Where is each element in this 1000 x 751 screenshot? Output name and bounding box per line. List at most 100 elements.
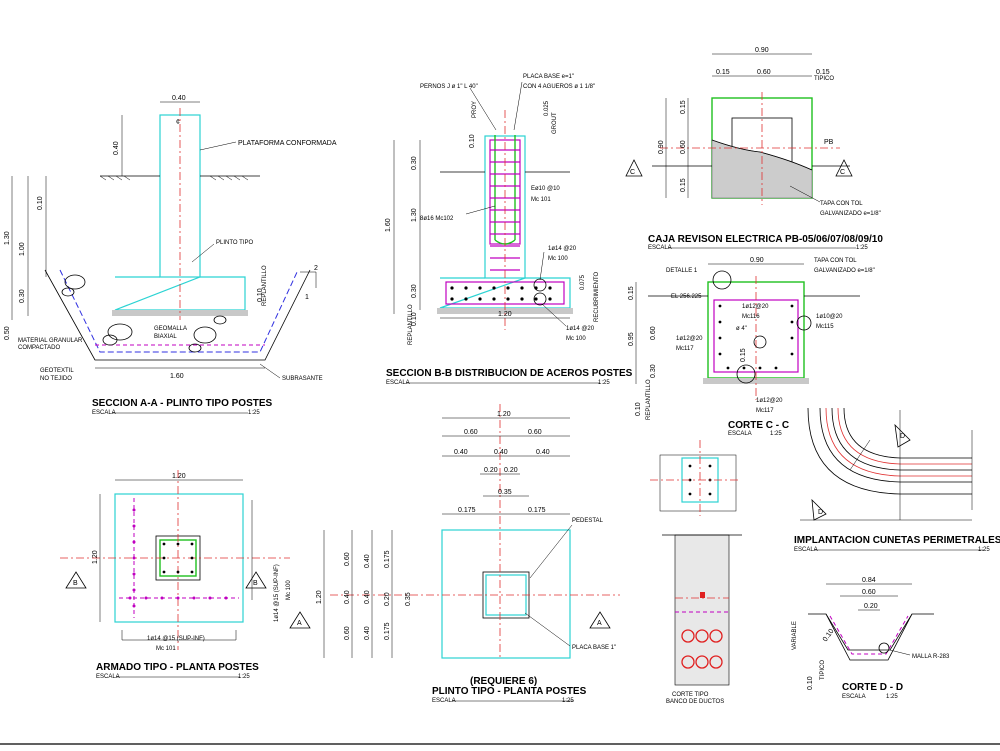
svg-text:ESCALA: ESCALA [648, 245, 672, 251]
svg-text:0.175: 0.175 [458, 507, 476, 514]
svg-text:GALVANIZADO e=1/8": GALVANIZADO e=1/8" [820, 211, 881, 217]
plinto-title: PLINTO TIPO - PLANTA POSTES [432, 686, 587, 697]
svg-text:DETALLE 1: DETALLE 1 [666, 268, 698, 274]
svg-text:0.60: 0.60 [464, 429, 478, 436]
aa-dim-top: 0.40 [172, 95, 186, 102]
svg-text:0.95: 0.95 [628, 332, 635, 346]
svg-text:PLACA BASE e=1": PLACA BASE e=1" [523, 74, 574, 80]
svg-text:REPLANTILLO: REPLANTILLO [646, 379, 652, 420]
svg-text:SUBRASANTE: SUBRASANTE [282, 376, 323, 382]
svg-text:ESCALA: ESCALA [794, 547, 818, 553]
svg-text:0.40: 0.40 [536, 449, 550, 456]
svg-text:Mc 101: Mc 101 [156, 646, 176, 652]
svg-text:0.40: 0.40 [364, 554, 371, 568]
aa-title: SECCION A-A - PLINTO TIPO POSTES [92, 398, 273, 409]
svg-text:Mc 100: Mc 100 [286, 580, 292, 600]
svg-text:0.40: 0.40 [494, 449, 508, 456]
section-armado: B B 1.20 1.20 1ø14 @15 (SUP-INF) Mc 101 … [60, 470, 292, 680]
svg-text:0.40: 0.40 [364, 626, 371, 640]
svg-text:8ø16 Mc102: 8ø16 Mc102 [420, 216, 454, 222]
svg-text:1.20: 1.20 [497, 411, 511, 418]
svg-text:0.10: 0.10 [469, 134, 476, 148]
svg-text:1:25: 1:25 [238, 674, 250, 680]
svg-text:REPLANTILLO: REPLANTILLO [408, 304, 414, 345]
svg-text:0.90: 0.90 [658, 140, 665, 154]
svg-text:GROUT: GROUT [552, 112, 558, 134]
svg-text:0.15: 0.15 [628, 286, 635, 300]
svg-text:0.30: 0.30 [411, 156, 418, 170]
svg-text:VARIABLE: VARIABLE [792, 621, 798, 650]
svg-text:0.20: 0.20 [504, 467, 518, 474]
svg-text:PROY: PROY [472, 101, 478, 118]
svg-text:0.075: 0.075 [580, 274, 586, 290]
svg-text:0.175: 0.175 [384, 550, 391, 568]
svg-text:0.20: 0.20 [384, 592, 391, 606]
svg-text:BIAXIAL: BIAXIAL [154, 334, 177, 340]
svg-text:1:25: 1:25 [770, 431, 782, 437]
svg-text:ESCALA: ESCALA [96, 674, 120, 680]
svg-text:A: A [597, 620, 602, 627]
svg-text:ø 4": ø 4" [736, 326, 747, 332]
svg-text:0.90: 0.90 [755, 47, 769, 54]
svg-text:0.35: 0.35 [405, 592, 412, 606]
svg-text:0.90: 0.90 [750, 257, 764, 264]
svg-text:0.175: 0.175 [528, 507, 546, 514]
svg-text:PLACA BASE 1": PLACA BASE 1" [572, 645, 616, 651]
svg-text:Mc 100: Mc 100 [548, 256, 568, 262]
svg-text:1.20: 1.20 [316, 590, 323, 604]
svg-text:BANCO DE DUCTOS: BANCO DE DUCTOS [666, 699, 724, 705]
plinto-note: (REQUIERE 6) [470, 676, 537, 687]
dd-title: CORTE D - D [842, 682, 903, 693]
svg-text:0.10: 0.10 [257, 288, 264, 302]
cunetas-title: IMPLANTACION CUNETAS PERIMETRALES [794, 535, 1000, 546]
svg-text:0.60: 0.60 [344, 552, 351, 566]
svg-text:2: 2 [314, 265, 318, 272]
svg-text:Mc115: Mc115 [816, 324, 834, 330]
svg-text:1:25: 1:25 [978, 547, 990, 553]
svg-text:PB: PB [824, 139, 834, 146]
svg-text:ESCALA: ESCALA [92, 410, 116, 416]
svg-text:0.60: 0.60 [680, 140, 687, 154]
svg-text:PERNOS J ø 1" L 40": PERNOS J ø 1" L 40" [420, 84, 478, 90]
svg-text:Mc 100: Mc 100 [566, 336, 586, 342]
svg-text:0.15: 0.15 [816, 69, 830, 76]
svg-text:D: D [900, 433, 905, 440]
svg-text:TAPA CON TOL: TAPA CON TOL [814, 258, 857, 264]
svg-text:1:25: 1:25 [886, 694, 898, 700]
svg-text:ESCALA: ESCALA [386, 380, 410, 386]
svg-text:0.10: 0.10 [635, 402, 642, 416]
svg-text:0.15: 0.15 [680, 100, 687, 114]
svg-text:D: D [818, 509, 823, 516]
svg-text:0.84: 0.84 [862, 577, 876, 584]
svg-text:0.60: 0.60 [650, 326, 657, 340]
svg-text:0.60: 0.60 [528, 429, 542, 436]
svg-text:0.15: 0.15 [680, 178, 687, 192]
svg-text:COMPACTADO: COMPACTADO [18, 345, 60, 351]
armado-title: ARMADO TIPO - PLANTA POSTES [96, 662, 259, 673]
svg-text:1: 1 [305, 294, 309, 301]
svg-text:C: C [840, 169, 845, 176]
svg-text:Eø10 @10: Eø10 @10 [531, 186, 560, 192]
svg-text:ESCALA: ESCALA [842, 694, 866, 700]
svg-text:1.20: 1.20 [498, 311, 512, 318]
aa-excavation [44, 269, 311, 361]
svg-text:Mc117: Mc117 [756, 408, 774, 414]
svg-text:1.30: 1.30 [411, 208, 418, 222]
section-dd: MALLA R-283 0.84 0.60 0.20 0.10 0.10 VAR… [792, 577, 950, 700]
svg-text:MALLA R-283: MALLA R-283 [912, 654, 950, 660]
svg-text:TIPICO: TIPICO [820, 660, 826, 680]
svg-text:0.20: 0.20 [864, 603, 878, 610]
svg-text:1ø14 @20: 1ø14 @20 [548, 246, 577, 252]
svg-text:CON 4 AGUEROS ø 1 1/8": CON 4 AGUEROS ø 1 1/8" [523, 84, 595, 90]
svg-text:GEOTEXTIL: GEOTEXTIL [40, 368, 74, 374]
svg-text:1ø10@20: 1ø10@20 [816, 314, 843, 320]
svg-text:0.15: 0.15 [740, 348, 747, 362]
svg-text:0.20: 0.20 [484, 467, 498, 474]
section-cc: DETALLE 1 EL 256.225 TAPA CON TOL GALVAN… [628, 257, 875, 437]
svg-text:0.30: 0.30 [19, 289, 26, 303]
section-bb: PERNOS J ø 1" L 40" PLACA BASE e=1" CON … [385, 74, 633, 386]
svg-text:0.35: 0.35 [498, 489, 512, 496]
svg-text:0.15: 0.15 [716, 69, 730, 76]
svg-text:1ø12@20: 1ø12@20 [756, 398, 783, 404]
